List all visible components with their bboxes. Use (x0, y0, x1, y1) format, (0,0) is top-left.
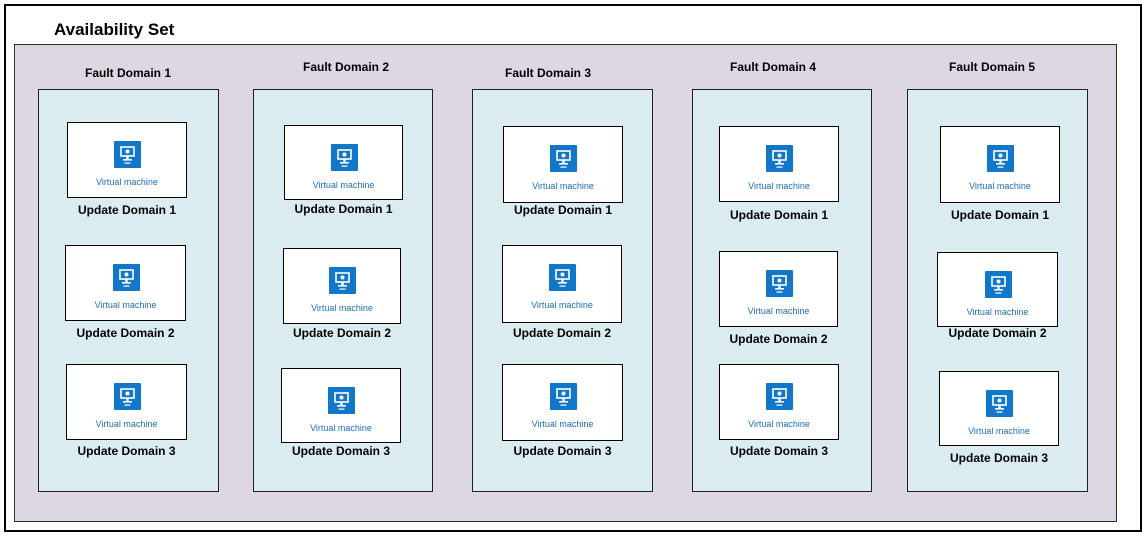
virtual-machine-icon (986, 390, 1013, 417)
virtual-machine-icon (329, 267, 356, 294)
virtual-machine-icon (549, 383, 577, 410)
vm-card-fd3-ud2: Virtual machine (502, 245, 622, 323)
update-domain-label-fd4-ud1: Update Domain 1 (729, 208, 829, 222)
virtual-machine-icon (549, 264, 576, 291)
update-domain-label-fd5-ud3: Update Domain 3 (949, 451, 1049, 465)
update-domain-label-fd2-ud1: Update Domain 1 (294, 202, 393, 216)
update-domain-label-fd3-ud3: Update Domain 3 (513, 444, 612, 458)
vm-label: Virtual machine (748, 419, 810, 429)
vm-card-fd2-ud2: Virtual machine (283, 248, 401, 324)
fault-domain-2-label: Fault Domain 2 (302, 60, 390, 74)
update-domain-label-fd2-ud2: Update Domain 2 (292, 326, 392, 340)
vm-label: Virtual machine (748, 181, 810, 191)
vm-card-fd4-ud1: Virtual machine (719, 126, 839, 202)
vm-card-fd1-ud1: Virtual machine (67, 122, 187, 198)
vm-label: Virtual machine (531, 300, 593, 310)
virtual-machine-icon (114, 141, 141, 168)
vm-label: Virtual machine (311, 303, 373, 313)
virtual-machine-icon (984, 271, 1012, 298)
vm-card-fd1-ud2: Virtual machine (65, 245, 186, 321)
virtual-machine-icon (113, 383, 141, 410)
vm-card-fd4-ud2: Virtual machine (719, 251, 838, 327)
fault-domain-3-label: Fault Domain 3 (504, 66, 592, 80)
virtual-machine-icon (766, 383, 793, 410)
vm-card-fd3-ud1: Virtual machine (503, 126, 623, 203)
fault-domain-5-label: Fault Domain 5 (948, 60, 1036, 74)
vm-label: Virtual machine (966, 307, 1029, 317)
update-domain-label-fd3-ud1: Update Domain 1 (513, 203, 613, 217)
vm-label: Virtual machine (94, 300, 157, 310)
update-domain-label-fd5-ud1: Update Domain 1 (950, 208, 1050, 222)
vm-label: Virtual machine (968, 426, 1030, 436)
virtual-machine-icon (987, 145, 1014, 172)
update-domain-label-fd2-ud3: Update Domain 3 (291, 444, 391, 458)
update-domain-label-fd1-ud1: Update Domain 1 (77, 203, 177, 217)
virtual-machine-icon (766, 145, 793, 172)
vm-label: Virtual machine (531, 419, 594, 429)
vm-label: Virtual machine (969, 181, 1031, 191)
virtual-machine-icon (765, 270, 793, 297)
vm-card-fd2-ud1: Virtual machine (284, 125, 403, 200)
update-domain-label-fd1-ud3: Update Domain 3 (77, 444, 176, 458)
vm-label: Virtual machine (95, 419, 158, 429)
vm-card-fd5-ud2: Virtual machine (937, 252, 1058, 327)
virtual-machine-icon (112, 264, 140, 291)
fault-domain-4-label: Fault Domain 4 (729, 60, 817, 74)
update-domain-label-fd4-ud2: Update Domain 2 (729, 332, 828, 346)
vm-label: Virtual machine (96, 177, 158, 187)
virtual-machine-icon (550, 145, 577, 172)
vm-label: Virtual machine (310, 423, 372, 433)
update-domain-label-fd3-ud2: Update Domain 2 (512, 326, 612, 340)
vm-label: Virtual machine (532, 181, 594, 191)
vm-card-fd3-ud3: Virtual machine (502, 364, 623, 441)
vm-card-fd5-ud3: Virtual machine (939, 371, 1059, 446)
vm-card-fd1-ud3: Virtual machine (66, 364, 187, 440)
vm-label: Virtual machine (747, 306, 810, 316)
virtual-machine-icon (330, 144, 358, 171)
vm-card-fd4-ud3: Virtual machine (719, 364, 839, 440)
vm-card-fd2-ud3: Virtual machine (281, 368, 401, 443)
vm-label: Virtual machine (312, 180, 375, 190)
update-domain-label-fd4-ud3: Update Domain 3 (729, 444, 829, 458)
vm-card-fd5-ud1: Virtual machine (940, 126, 1060, 203)
update-domain-label-fd1-ud2: Update Domain 2 (76, 326, 175, 340)
availability-set-title: Availability Set (54, 20, 175, 39)
virtual-machine-icon (328, 387, 355, 414)
fault-domain-1-label: Fault Domain 1 (84, 66, 172, 80)
update-domain-label-fd5-ud2: Update Domain 2 (948, 326, 1047, 340)
